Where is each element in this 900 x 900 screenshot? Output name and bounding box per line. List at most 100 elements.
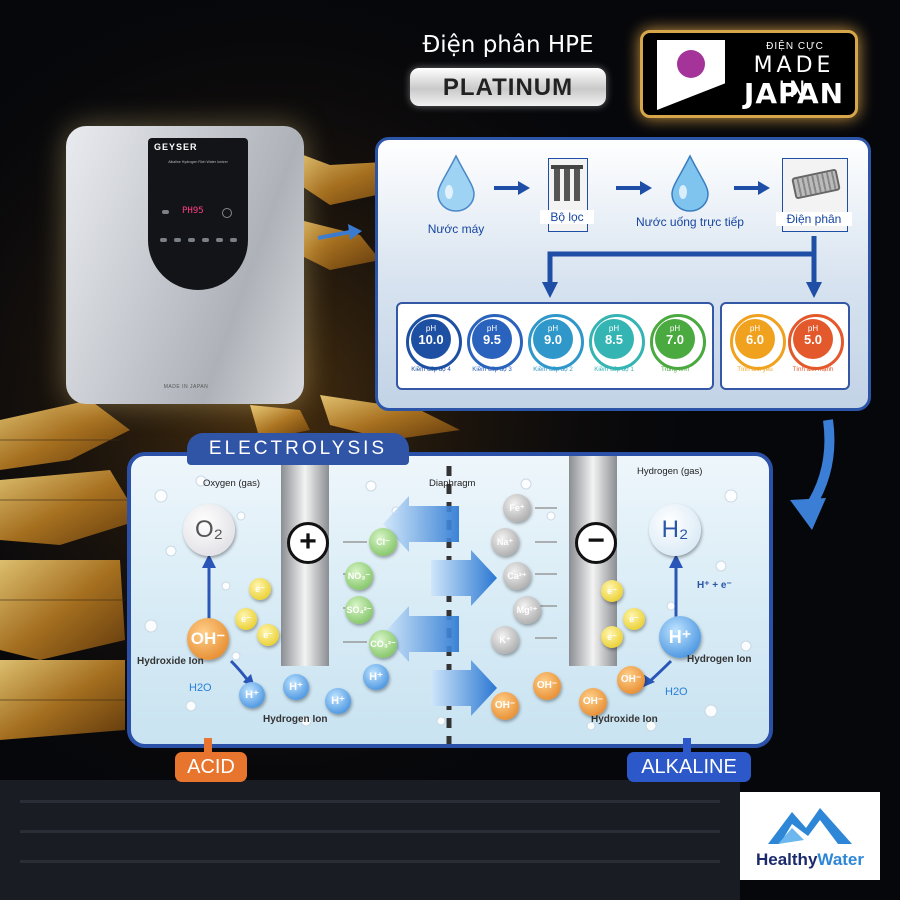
alkaline-ph-badge-2: pH 9.0 Kiềm cấp độ 2 — [526, 312, 584, 382]
hpe-title: Điện phân HPE — [422, 32, 594, 58]
hydrogen-molecule: H₂ — [649, 504, 701, 556]
ph-unit: pH — [486, 324, 498, 333]
electrolysis-diagram: + − Oxygen (gas) Hydrogen (gas) Diaphrag… — [127, 452, 773, 748]
ph-value: 9.5 — [482, 332, 502, 347]
electrolysis-graphics — [144, 456, 752, 744]
acid-badge: ACID — [175, 752, 247, 782]
cation-0: Fe⁺ — [503, 494, 531, 522]
ph-unit: pH — [425, 324, 437, 333]
ph-label: Tính axit yếu — [737, 366, 773, 373]
mountain-wave-icon — [768, 808, 852, 844]
step-filter: Bộ lọc — [540, 210, 594, 224]
alkaline-ph-badge-0: pH 10.0 Kiềm cấp độ 4 — [404, 312, 462, 382]
hydrogen-ion-2: H⁺ — [325, 688, 351, 714]
acid-outlet-icon — [204, 738, 212, 752]
drinking-water-drop-icon — [671, 154, 709, 212]
step-tap-water: Nước máy — [427, 222, 485, 236]
alkaline-ph-badge-3: pH 8.5 Kiềm cấp độ 1 — [587, 312, 645, 382]
h2o-right: H2O — [665, 686, 688, 698]
device-button-icon — [202, 238, 209, 242]
healthy-water-logo: HealthyWater — [740, 792, 880, 880]
device-footer: MADE IN JAPAN — [163, 384, 209, 390]
electron-left-2: e⁻ — [257, 624, 279, 646]
device-control-panel: GEYSER Alkaline Hydrogen Rich Water Ioni… — [148, 138, 248, 290]
h-plus-electron: H⁺ + e⁻ — [697, 580, 732, 591]
electron-right-1: e⁻ — [623, 608, 645, 630]
electron-right-0: e⁻ — [601, 580, 623, 602]
alkaline-badge: ALKALINE — [627, 752, 751, 782]
hydrogen-ion-label-bottom: Hydrogen Ion — [263, 714, 328, 725]
badge-made: MADE IN — [753, 53, 835, 103]
ph-fill — [594, 319, 634, 359]
ph-value: 9.0 — [543, 332, 563, 347]
logo-text-part2: Water — [817, 850, 865, 869]
made-in-japan-badge: ĐIỆN CỰC MADE IN JAPAN — [640, 30, 858, 118]
device-button-icon — [160, 238, 167, 242]
oxygen-gas-label: Oxygen (gas) — [203, 478, 261, 489]
step-drinking-water: Nước uống trực tiếp — [636, 215, 744, 229]
negative-electrode-icon: − — [575, 522, 617, 564]
anion-0: Cl⁻ — [369, 528, 397, 556]
arrow-right-icon — [494, 181, 530, 195]
hydroxide-ion-0: OH⁻ — [491, 692, 519, 720]
ph-value: 7.0 — [665, 332, 685, 347]
hydrogen-ion-1: H⁺ — [283, 674, 309, 700]
hydroxide-ion-big: OH⁻ — [187, 618, 229, 660]
hydrogen-ion-label-right: Hydrogen Ion — [687, 654, 752, 665]
device-brand: GEYSER — [154, 142, 198, 152]
ph-label: Trung tính — [661, 366, 689, 373]
water-drop-icon — [437, 154, 475, 212]
arrow-right-icon — [616, 181, 652, 195]
step-electrolysis: Điện phân — [776, 212, 852, 226]
hydrogen-ion-3: H⁺ — [363, 664, 389, 690]
ph-fill — [533, 319, 573, 359]
ph-fill — [411, 319, 451, 359]
acid-ph-badge-1: pH 5.0 Tính axit mạnh — [786, 312, 844, 382]
power-button-icon — [222, 208, 232, 218]
ph-fill — [735, 319, 775, 359]
hydroxide-ion-1: OH⁻ — [533, 672, 561, 700]
platinum-badge: PLATINUM — [410, 68, 606, 106]
badge-top-line: ĐIỆN CỰC — [766, 41, 824, 52]
hydroxide-ion-3: OH⁻ — [617, 666, 645, 694]
ph-label: Kiềm cấp độ 4 — [411, 366, 451, 373]
ph-value: 8.5 — [604, 332, 624, 347]
hydroxide-ion-label-bottom: Hydroxide Ion — [591, 714, 658, 725]
ph-label: Kiềm cấp độ 2 — [533, 366, 573, 373]
electron-left-0: e⁻ — [249, 578, 271, 600]
hydroxide-ion-2: OH⁻ — [579, 688, 607, 716]
ph-unit: pH — [547, 324, 559, 333]
split-arrows — [542, 236, 822, 298]
positive-electrode-icon: + — [287, 522, 329, 564]
water-flow-panel: Nước máy Bộ lọc Nước uống trực tiếp Điện… — [375, 137, 871, 411]
hydrogen-ion-big: H⁺ — [659, 616, 701, 658]
device-display: PH95 — [182, 206, 204, 216]
alkaline-ph-badge-1: pH 9.5 Kiềm cấp độ 3 — [465, 312, 523, 382]
device-button-icon — [216, 238, 223, 242]
ph-fill — [655, 319, 695, 359]
ph-value: 10.0 — [418, 332, 444, 347]
device-button-icon — [174, 238, 181, 242]
hydrogen-ion-0: H⁺ — [239, 682, 265, 708]
anion-2: SO₄²⁻ — [345, 596, 373, 624]
h2o-left: H2O — [189, 682, 212, 694]
acid-ph-badge-0: pH 6.0 Tính axit yếu — [728, 312, 786, 382]
ph-unit: pH — [608, 324, 620, 333]
electron-right-2: e⁻ — [601, 626, 623, 648]
ph-unit: pH — [669, 324, 681, 333]
logo-text-part1: Healthy — [755, 850, 818, 869]
ph-fill — [793, 319, 833, 359]
electrolysis-title: ELECTROLYSIS — [187, 433, 409, 465]
diaphragm-label: Diaphragm — [429, 478, 476, 489]
ph-unit: pH — [807, 324, 819, 333]
ph-unit: pH — [749, 324, 761, 333]
ph-label: Kiềm cấp độ 3 — [472, 366, 512, 373]
anion-3: CO₃²⁻ — [369, 630, 397, 658]
ph-label: Tính axit mạnh — [792, 366, 834, 373]
alkaline-outlet-icon — [683, 738, 691, 752]
ph-value: 6.0 — [745, 332, 765, 347]
electron-left-1: e⁻ — [235, 608, 257, 630]
oxygen-molecule: O₂ — [183, 504, 235, 556]
cation-2: Ca²⁺ — [503, 562, 531, 590]
ph-label: Kiềm cấp độ 1 — [594, 366, 634, 373]
